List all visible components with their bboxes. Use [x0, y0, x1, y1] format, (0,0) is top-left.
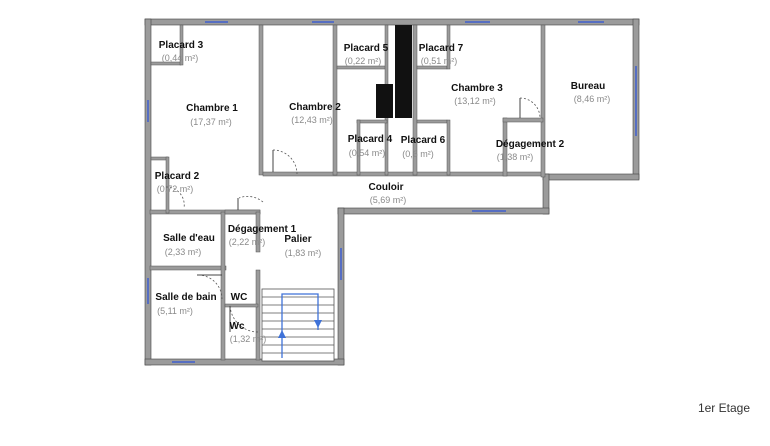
room-degagement-2: Dégagement 2 (1,38 m²) — [496, 139, 565, 162]
room-placard-3: Placard 3 (0,44 m²) — [159, 40, 204, 63]
room-placard-2: Placard 2 (0,72 m²) — [155, 171, 200, 194]
room-salle-bain: Salle de bain (5,11 m²) — [155, 292, 216, 316]
room-chambre-1: Chambre 1 (17,37 m²) — [186, 103, 238, 127]
room-palier: Palier (1,83 m²) — [284, 234, 321, 258]
room-name: Placard 6 — [401, 135, 446, 146]
floor-label: 1er Etage — [697, 401, 750, 415]
room-chambre-3: Chambre 3 (13,12 m²) — [451, 83, 503, 106]
stairs-direction-arrow — [281, 293, 319, 358]
room-area: (0,72 m²) — [157, 184, 194, 194]
room-area: (0,51 m²) — [421, 56, 458, 66]
room-area: (0,6 m²) — [402, 149, 434, 159]
room-name: Wc — [230, 321, 245, 332]
room-name: Couloir — [369, 182, 404, 193]
room-name: Placard 2 — [155, 171, 200, 182]
room-labels: Placard 3 (0,44 m²) Chambre 1 (17,37 m²) P… — [155, 40, 611, 344]
room-wc-lower: Wc (1,32 m²) — [230, 321, 267, 344]
doors — [165, 97, 541, 333]
room-salle-eau: Salle d'eau (2,33 m²) — [163, 233, 215, 257]
room-placard-7: Placard 7 (0,51 m²) — [419, 43, 464, 66]
room-name: WC — [231, 292, 248, 303]
room-name: Placard 7 — [419, 43, 464, 54]
room-name: Dégagement 1 — [228, 224, 297, 235]
room-name: Chambre 2 — [289, 102, 341, 113]
room-name: Bureau — [571, 81, 605, 92]
room-chambre-2: Chambre 2 (12,43 m²) — [289, 102, 341, 125]
room-area: (5,69 m²) — [370, 195, 407, 205]
windows — [147, 21, 637, 363]
room-name: Chambre 3 — [451, 83, 503, 94]
room-area: (2,33 m²) — [165, 247, 202, 257]
room-name: Dégagement 2 — [496, 139, 565, 150]
room-area: (1,83 m²) — [285, 248, 322, 258]
room-bureau: Bureau (8,46 m²) — [571, 81, 610, 104]
room-placard-6: Placard 6 (0,6 m²) — [401, 135, 446, 159]
door-leaves — [197, 98, 521, 332]
room-name: Chambre 1 — [186, 103, 238, 114]
room-wc-upper: WC — [231, 292, 248, 303]
room-area: (0,22 m²) — [345, 56, 382, 66]
stair-steps — [262, 296, 334, 354]
room-name: Salle de bain — [155, 292, 216, 303]
stairs-arrow-up-head — [278, 330, 286, 338]
room-area: (1,32 m²) — [230, 334, 267, 344]
room-area: (2,22 m²) — [229, 237, 266, 247]
room-couloir: Couloir (5,69 m²) — [369, 182, 407, 205]
room-placard-4: Placard 4 (0,54 m²) — [348, 134, 393, 158]
room-name: Placard 4 — [348, 134, 393, 145]
interior-walls — [149, 24, 546, 361]
staircase — [261, 288, 335, 362]
room-area: (8,46 m²) — [574, 94, 611, 104]
chimney-flues — [376, 25, 412, 118]
room-name: Palier — [284, 234, 311, 245]
room-area: (12,43 m²) — [291, 115, 333, 125]
room-area: (0,54 m²) — [349, 148, 386, 158]
room-area: (5,11 m²) — [157, 306, 193, 316]
room-area: (17,37 m²) — [190, 117, 232, 127]
room-name: Placard 5 — [344, 43, 389, 54]
room-name: Placard 3 — [159, 40, 204, 51]
room-area: (0,44 m²) — [162, 53, 199, 63]
room-placard-5: Placard 5 (0,22 m²) — [344, 43, 389, 66]
room-area: (1,38 m²) — [497, 152, 534, 162]
room-degagement-1: Dégagement 1 (2,22 m²) — [228, 224, 297, 247]
room-area: (13,12 m²) — [454, 96, 496, 106]
stairs-arrow-down-head — [314, 320, 322, 328]
room-name: Salle d'eau — [163, 233, 215, 244]
